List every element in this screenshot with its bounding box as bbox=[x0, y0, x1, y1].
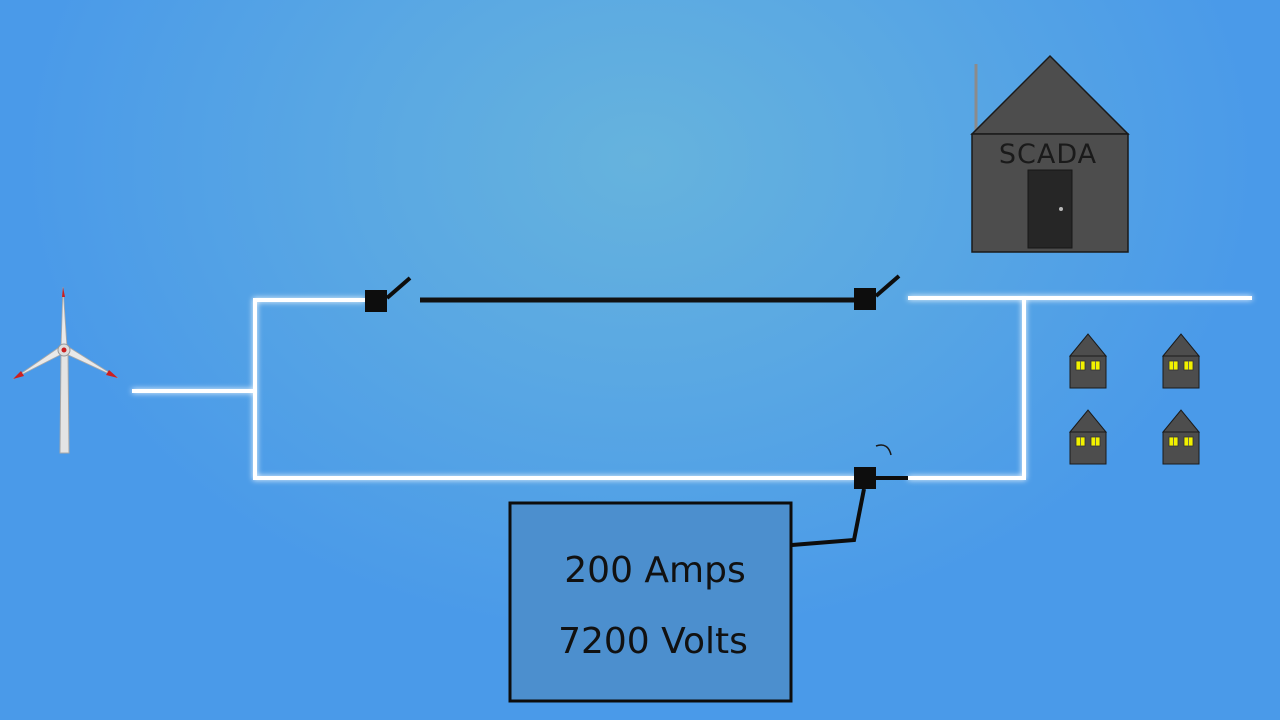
turbine-tower bbox=[59, 351, 70, 454]
turbine-tip-right bbox=[106, 370, 118, 378]
house-roof bbox=[1161, 333, 1201, 357]
switch-bottom-block bbox=[854, 467, 876, 489]
house-wall bbox=[1069, 431, 1107, 465]
house-roof bbox=[1068, 333, 1108, 357]
house-icon bbox=[1161, 333, 1201, 389]
return-line bbox=[908, 298, 1026, 480]
meter-cable bbox=[791, 488, 866, 547]
house-icon bbox=[1161, 409, 1201, 465]
scada-building-icon[interactable]: SCADA bbox=[970, 54, 1130, 253]
meter-voltage-reading: 7200 Volts bbox=[558, 621, 748, 662]
turbine-tip-left bbox=[13, 371, 24, 379]
switch-right[interactable] bbox=[854, 274, 901, 310]
scada-door-knob bbox=[1059, 207, 1063, 211]
switch-left[interactable] bbox=[365, 276, 412, 312]
switch-left-blade bbox=[385, 276, 412, 300]
left-bus-line bbox=[253, 298, 856, 480]
house-wall bbox=[1069, 355, 1107, 389]
house-roof bbox=[1068, 409, 1108, 433]
turbine-tip-up bbox=[62, 287, 65, 297]
house-wall bbox=[1162, 355, 1200, 389]
houses bbox=[1068, 333, 1201, 465]
switch-bottom-arc bbox=[875, 444, 892, 456]
scada-roof bbox=[970, 54, 1130, 135]
house-icon bbox=[1068, 333, 1108, 389]
house-roof bbox=[1161, 409, 1201, 433]
switch-bottom[interactable] bbox=[854, 444, 908, 489]
switch-right-blade bbox=[874, 274, 901, 298]
scada-door bbox=[1027, 169, 1073, 249]
turbine-hub-center bbox=[61, 347, 67, 353]
house-icon bbox=[1068, 409, 1108, 465]
meter-box: 200 Amps 7200 Volts bbox=[508, 501, 793, 703]
meter-current-reading: 200 Amps bbox=[564, 550, 745, 591]
switch-right-block bbox=[854, 288, 876, 310]
wind-turbine-icon bbox=[12, 286, 119, 454]
energized-lines bbox=[132, 296, 1252, 480]
switch-left-block bbox=[365, 290, 387, 312]
house-wall bbox=[1162, 431, 1200, 465]
scada-label: SCADA bbox=[999, 139, 1097, 170]
meter-panel bbox=[508, 501, 793, 703]
